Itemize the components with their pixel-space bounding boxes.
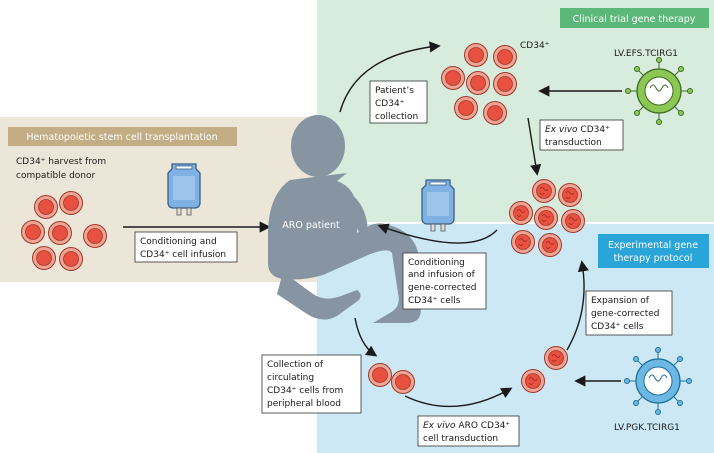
exvivo-bottom-label-2: cell transduction bbox=[423, 434, 498, 444]
experimental-header bbox=[598, 234, 709, 268]
clinical-header bbox=[560, 8, 709, 28]
collection-arrow bbox=[339, 41, 441, 113]
expansion-arrow bbox=[566, 260, 589, 351]
infusion-label-2: and infusion of bbox=[408, 270, 476, 280]
harvest-label-2: compatible donor bbox=[16, 171, 96, 181]
clinical-title: Clinical trial gene therapy bbox=[573, 14, 696, 25]
cd34-top-label: CD34⁺ bbox=[520, 41, 550, 51]
expansion-label-1: Expansion of bbox=[591, 296, 650, 306]
experimental-title-2: therapy protocol bbox=[614, 253, 693, 264]
exvivo-top-rest: CD34⁺ bbox=[578, 125, 611, 135]
exvivo-top-box bbox=[539, 119, 624, 151]
corrected-blood-bag-icon bbox=[421, 179, 455, 232]
collection-label-2: CD34⁺ bbox=[375, 99, 405, 109]
conditioning-label-2: CD34⁺ cell infusion bbox=[140, 250, 226, 260]
exvivo-bottom-italic: Ex vivo bbox=[423, 421, 456, 431]
svg-text:Ex vivo ARO CD34⁺: Ex vivo ARO CD34⁺ bbox=[423, 421, 510, 431]
circulating-collection-arrow bbox=[354, 317, 378, 357]
circ-label-1: Collection of bbox=[267, 360, 324, 370]
exvivo-bottom-rest: ARO CD34⁺ bbox=[456, 421, 511, 431]
infusion-label-1: Conditioning bbox=[408, 258, 465, 268]
blue-lentivirus-icon bbox=[624, 347, 692, 415]
transduction-top-arrow bbox=[527, 117, 542, 176]
patient-label: ARO patient bbox=[282, 220, 340, 231]
vector-bottom-label: LV.PGK.TCIRG1 bbox=[614, 423, 680, 433]
exvivo-bottom-box bbox=[417, 415, 520, 447]
circ-label-2: circulating bbox=[267, 373, 314, 383]
collection-label-1: Patient’s bbox=[375, 86, 414, 96]
collection-box bbox=[369, 80, 428, 124]
expansion-label-3: CD34⁺ cells bbox=[591, 322, 644, 332]
exvivo-top-label-2: transduction bbox=[545, 138, 602, 148]
collection-label-3: collection bbox=[375, 112, 418, 122]
conditioning-label-1: Conditioning and bbox=[140, 237, 217, 247]
circ-label-4: peripheral blood bbox=[267, 399, 341, 409]
harvest-label-1: CD34⁺ harvest from bbox=[16, 157, 106, 167]
circulating-box bbox=[261, 354, 362, 414]
exvivo-top-italic: Ex vivo bbox=[545, 125, 578, 135]
hsct-header bbox=[8, 127, 237, 146]
infusion-arrow bbox=[377, 223, 498, 244]
conditioning-box bbox=[134, 231, 238, 263]
green-lentivirus-icon bbox=[625, 57, 693, 125]
vector-top-label: LV.EFS.TCIRG1 bbox=[614, 49, 678, 59]
infusion-label-4: CD34⁺ cells bbox=[408, 296, 461, 306]
expansion-label-2: gene-corrected bbox=[591, 309, 660, 319]
donor-blood-bag-icon bbox=[167, 163, 201, 216]
infusion-box bbox=[402, 252, 487, 310]
patient-silhouette-icon bbox=[268, 115, 421, 323]
hsct-title: Hematopoietic stem cell transplantation bbox=[26, 132, 217, 143]
experimental-title-1: Experimental gene bbox=[608, 240, 698, 251]
transduction-bottom-arrow bbox=[404, 387, 513, 408]
svg-text:Ex vivo CD34⁺: Ex vivo CD34⁺ bbox=[545, 125, 610, 135]
circ-label-3: CD34⁺ cells from bbox=[267, 386, 343, 396]
expansion-box bbox=[585, 290, 673, 336]
infusion-label-3: gene-corrected bbox=[408, 283, 477, 293]
